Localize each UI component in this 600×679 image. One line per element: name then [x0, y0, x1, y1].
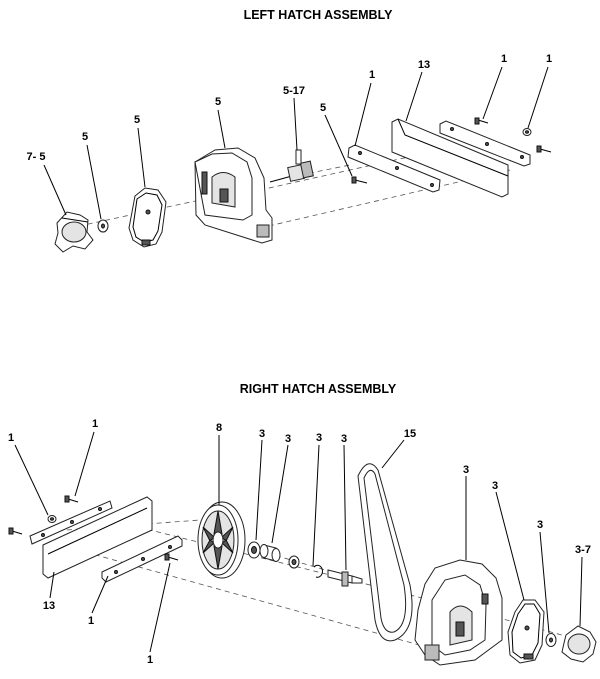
callout-right-pulley: 8 — [216, 422, 222, 434]
right-hatch-housing — [414, 559, 503, 666]
left-fasteners — [474, 117, 552, 153]
callout-right-bearing: 3 — [259, 428, 265, 440]
callout-right-bracket: 1 — [88, 615, 94, 627]
right-clip — [313, 564, 323, 578]
left-assembly-title: LEFT HATCH ASSEMBLY — [244, 8, 394, 22]
left-callouts: 7- 5 5 5 5 5-17 5 1 13 1 1 — [27, 53, 553, 163]
callout-left-cover: 5 — [134, 114, 140, 126]
callout-right-clip: 3 — [316, 432, 322, 444]
left-screw — [351, 176, 368, 184]
callout-left-bracket: 1 — [369, 69, 375, 81]
left-upper-bracket — [439, 120, 531, 167]
right-callout-leaders — [14, 431, 583, 653]
callout-left-screw-upper: 1 — [501, 53, 507, 65]
right-lower-bracket — [101, 535, 183, 583]
right-upper-bracket — [29, 500, 113, 545]
callout-left-screw: 5 — [320, 102, 326, 114]
callout-left-shaft: 5-17 — [283, 85, 305, 97]
callout-right-spacer: 3 — [285, 433, 291, 445]
right-hatch-cover — [507, 599, 545, 664]
right-assembly-title: RIGHT HATCH ASSEMBLY — [240, 382, 397, 396]
callout-right-screw-lower: 1 — [147, 654, 153, 666]
left-shaft — [269, 149, 314, 183]
callout-right-housing: 3 — [463, 464, 469, 476]
left-washer — [97, 219, 109, 233]
right-pulley — [197, 501, 246, 579]
callout-left-housing: 5 — [215, 96, 221, 108]
callout-right-belt: 15 — [404, 428, 416, 440]
left-hatch-housing — [194, 147, 273, 244]
left-hatch-cover — [128, 187, 167, 248]
right-bearing — [247, 541, 261, 559]
left-callout-leaders — [43, 66, 549, 220]
right-shaft — [327, 569, 363, 587]
left-knob — [54, 211, 94, 253]
callout-left-nut: 1 — [546, 53, 552, 65]
callout-right-seal: 13 — [43, 600, 55, 612]
right-seal-plate — [42, 496, 153, 579]
callout-right-washer: 3 — [537, 519, 543, 531]
callout-right-shaft: 3 — [341, 433, 347, 445]
callout-right-cover: 3 — [492, 480, 498, 492]
right-fasteners — [8, 495, 179, 561]
right-knob — [561, 625, 597, 663]
callout-right-nut: 1 — [8, 432, 14, 444]
callout-left-knob: 7- 5 — [27, 151, 46, 163]
callout-right-knob: 3-7 — [575, 544, 591, 556]
right-washer — [545, 633, 557, 647]
right-callouts: 1 1 13 1 1 8 3 3 3 3 15 3 3 3 3-7 — [8, 418, 591, 666]
right-washer-small — [288, 555, 300, 569]
callout-left-seal: 13 — [418, 59, 430, 71]
right-drive-belt — [357, 463, 413, 642]
left-seal-plate — [391, 118, 509, 198]
right-spacer-tube — [259, 544, 281, 562]
callout-left-washer: 5 — [82, 131, 88, 143]
callout-right-screw-upper: 1 — [92, 418, 98, 430]
